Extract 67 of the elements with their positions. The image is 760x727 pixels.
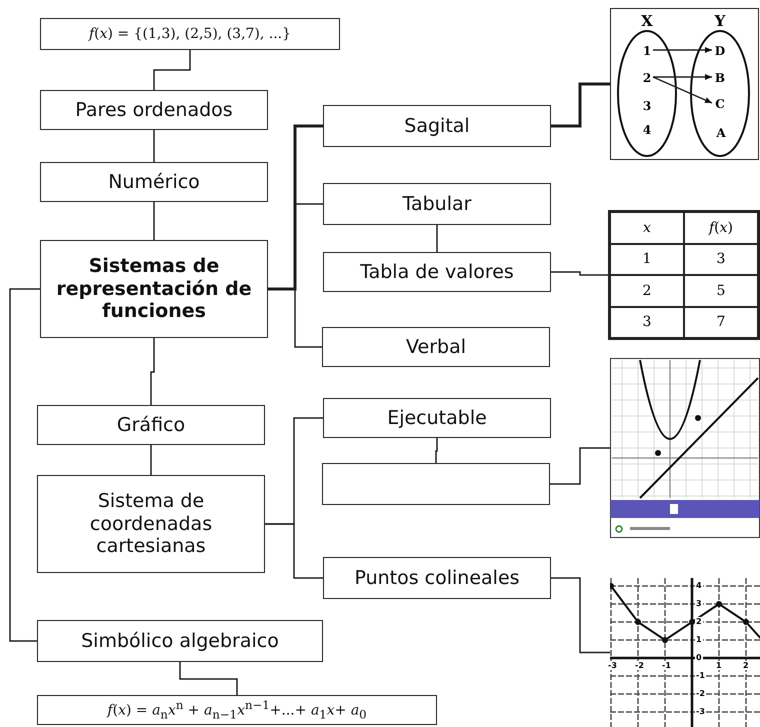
tick-label: 1	[695, 635, 703, 644]
set-element: 1	[640, 43, 654, 59]
set-element: C	[713, 96, 727, 112]
value-table	[608, 210, 760, 340]
connector-line	[179, 662, 238, 695]
table-cell: 1	[610, 244, 684, 275]
concept-box: Verbal	[322, 327, 550, 367]
formula-box: f(x) = {(1,3), (2,5), (3,7), ...}	[40, 18, 340, 50]
connector-line	[436, 225, 438, 252]
set-element: 3	[640, 98, 654, 114]
connector-line	[150, 338, 155, 405]
tick-label: 2	[742, 661, 750, 670]
connector-line	[435, 438, 438, 463]
connector-line	[265, 523, 323, 579]
set-element: 4	[640, 122, 654, 138]
set-element: D	[713, 43, 727, 59]
connector-line	[153, 130, 155, 162]
table-cell: 3	[684, 244, 758, 275]
set-element: B	[713, 70, 727, 86]
arrow	[653, 47, 712, 53]
connector-line	[153, 202, 155, 240]
concept-box: Sistemas de representación de funciones	[40, 240, 268, 338]
set-label: X	[640, 13, 654, 29]
concept-box: Puntos colineales	[323, 557, 551, 599]
connector-line	[551, 271, 608, 276]
tick-label: 3	[695, 599, 703, 608]
diagram-frame	[610, 8, 759, 160]
table-cell: 3	[610, 306, 684, 338]
concept-box: Simbólico algebraico	[37, 620, 323, 662]
tick-label: -2	[634, 661, 645, 670]
table-cell: x	[610, 212, 684, 244]
tick-label: -3	[607, 661, 618, 670]
connector-line	[9, 288, 40, 642]
concept-box: Numérico	[40, 162, 268, 202]
arrow	[653, 74, 712, 80]
table-cell: 7	[684, 306, 758, 338]
connector-line	[150, 445, 152, 475]
set-element: A	[714, 125, 728, 141]
table-cell: f(x)	[684, 212, 758, 244]
connector-line	[550, 447, 610, 485]
connector-line	[268, 124, 323, 290]
concept-box: Sistema de coordenadas cartesianas	[37, 475, 265, 573]
concept-box: Ejecutable	[323, 398, 551, 438]
concept-box: Tabular	[323, 183, 551, 225]
tick-label: 0	[695, 653, 703, 662]
connector-line	[551, 577, 610, 654]
tick-label: -1	[661, 661, 672, 670]
tick-label: -3	[695, 707, 706, 716]
connector-line	[153, 50, 191, 90]
concept-box: Sagital	[323, 105, 551, 147]
formula-box: f(x) = a$_{n}$x$^{n}$ + a$_{n−1}$x$^{n−1}$+...+ a$_{1}$x+ a$_{0}$	[37, 695, 437, 725]
set-element: 2	[640, 70, 654, 86]
concept-box: Pares ordenados	[40, 90, 268, 130]
connector-line	[268, 288, 322, 348]
concept-box	[322, 463, 550, 505]
table-cell: 5	[684, 275, 758, 306]
set-label: Y	[714, 13, 726, 29]
tick-label: -1	[695, 671, 706, 680]
tick-label: 2	[695, 617, 703, 626]
concept-box: Gráfico	[37, 405, 265, 445]
tick-label: -2	[695, 689, 706, 698]
arrow	[652, 76, 712, 104]
tick-label: 4	[695, 581, 703, 590]
table-cell: 2	[610, 275, 684, 306]
concept-box: Tabla de valores	[323, 252, 551, 292]
tick-label: 1	[715, 661, 723, 670]
connector-line	[551, 82, 610, 128]
